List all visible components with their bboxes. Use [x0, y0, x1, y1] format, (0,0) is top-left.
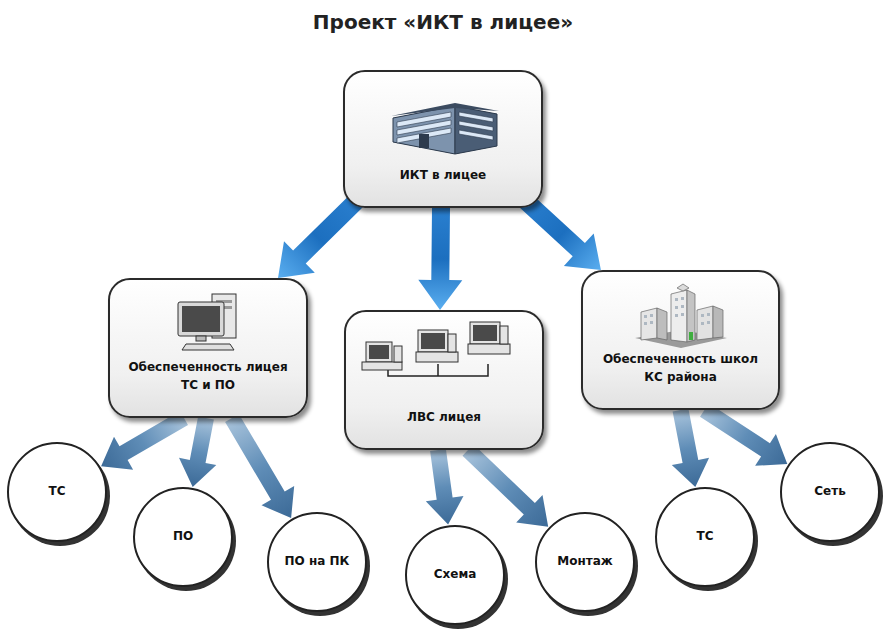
- leaf-circle: Сеть: [780, 442, 880, 542]
- block-arrow: [179, 417, 216, 487]
- leaf-circle: Схема: [405, 525, 505, 625]
- leaf-circle: ПО на ПК: [267, 512, 367, 612]
- leaf-circle: ПО: [133, 487, 233, 587]
- node-label: ТС: [49, 483, 66, 500]
- city-icon: [631, 282, 731, 356]
- block-arrow: [426, 449, 464, 525]
- computer-icon: [172, 292, 252, 358]
- block-arrow: [278, 192, 365, 278]
- block-arrow: [672, 409, 709, 487]
- block-arrow: [700, 403, 787, 466]
- node-label: Обеспеченность лицея ТС и ПО: [120, 359, 296, 394]
- block-arrow: [418, 208, 462, 310]
- node-label: Сеть: [814, 483, 846, 500]
- diagram-title: Проект «ИКТ в лицее»: [0, 10, 886, 34]
- block-arrow: [463, 444, 549, 527]
- node-label: ПО на ПК: [285, 553, 350, 570]
- node-label: Схема: [434, 566, 477, 583]
- process-box: ИКТ в лицее: [343, 70, 543, 208]
- node-label: ЛВС лицея: [407, 409, 481, 426]
- network-icon: [358, 320, 528, 388]
- building-icon: [385, 88, 505, 162]
- leaf-circle: ТС: [7, 442, 107, 542]
- process-box: Обеспеченность школ КС района: [581, 270, 780, 410]
- block-arrow: [101, 411, 188, 470]
- process-box: ЛВС лицея: [344, 310, 544, 450]
- process-box: Обеспеченность лицея ТС и ПО: [108, 278, 308, 418]
- node-label: ПО: [173, 528, 193, 545]
- leaf-circle: ТС: [655, 487, 755, 587]
- node-label: ТС: [697, 528, 714, 545]
- block-arrow: [225, 414, 294, 518]
- node-label: Обеспеченность школ КС района: [593, 351, 768, 386]
- node-label: ИКТ в лицее: [400, 167, 486, 184]
- node-label: Монтаж: [557, 553, 612, 570]
- leaf-circle: Монтаж: [535, 512, 635, 612]
